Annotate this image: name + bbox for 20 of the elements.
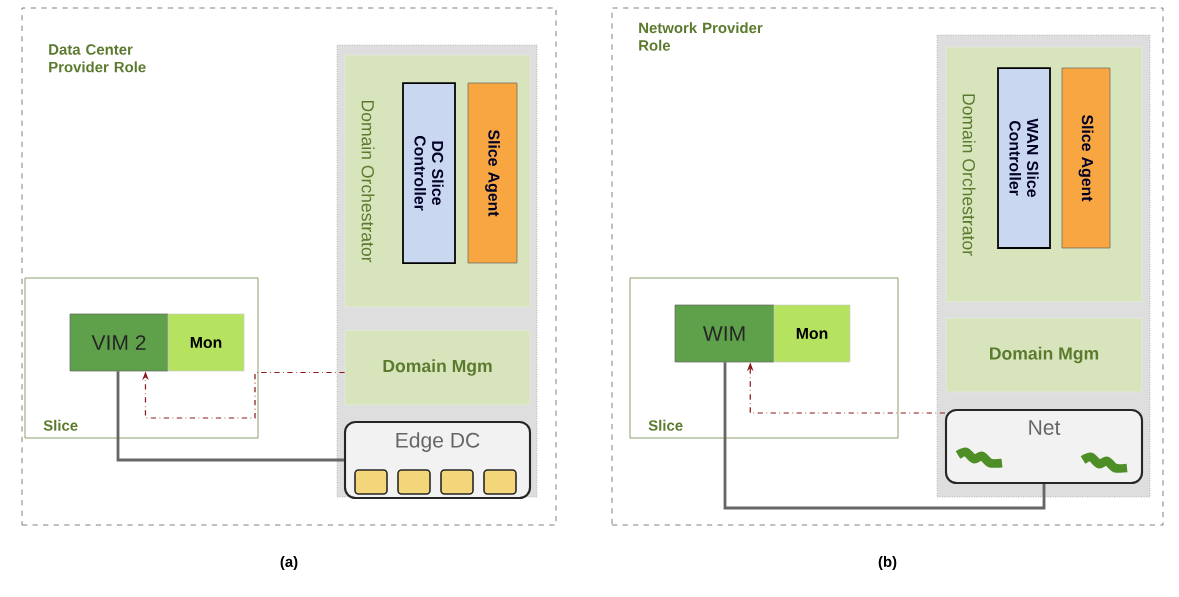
management-box: Domain Mgm: [945, 317, 1143, 393]
agent-box: Slice Agent: [467, 82, 518, 264]
controller-box: WAN Slice Controller: [997, 67, 1051, 249]
server-box: [440, 469, 474, 495]
panel-caption: (a): [280, 556, 298, 570]
controller-box: DC Slice Controller: [402, 82, 456, 264]
monitor-box: Mon: [167, 313, 245, 372]
management-box: Domain Mgm: [344, 329, 531, 406]
manager-box: VIM 2: [69, 313, 169, 372]
infrastructure-box: Net: [944, 408, 1144, 485]
agent-box: Slice Agent: [1061, 67, 1111, 249]
connector: [116, 371, 344, 462]
panel-caption: (b): [878, 556, 897, 570]
server-box: [483, 469, 517, 495]
connector: [723, 362, 1046, 510]
server-box: [397, 469, 431, 495]
monitor-box: Mon: [773, 304, 851, 363]
server-box: [354, 469, 388, 495]
connector: [142, 371, 346, 419]
manager-box: WIM: [674, 304, 775, 363]
